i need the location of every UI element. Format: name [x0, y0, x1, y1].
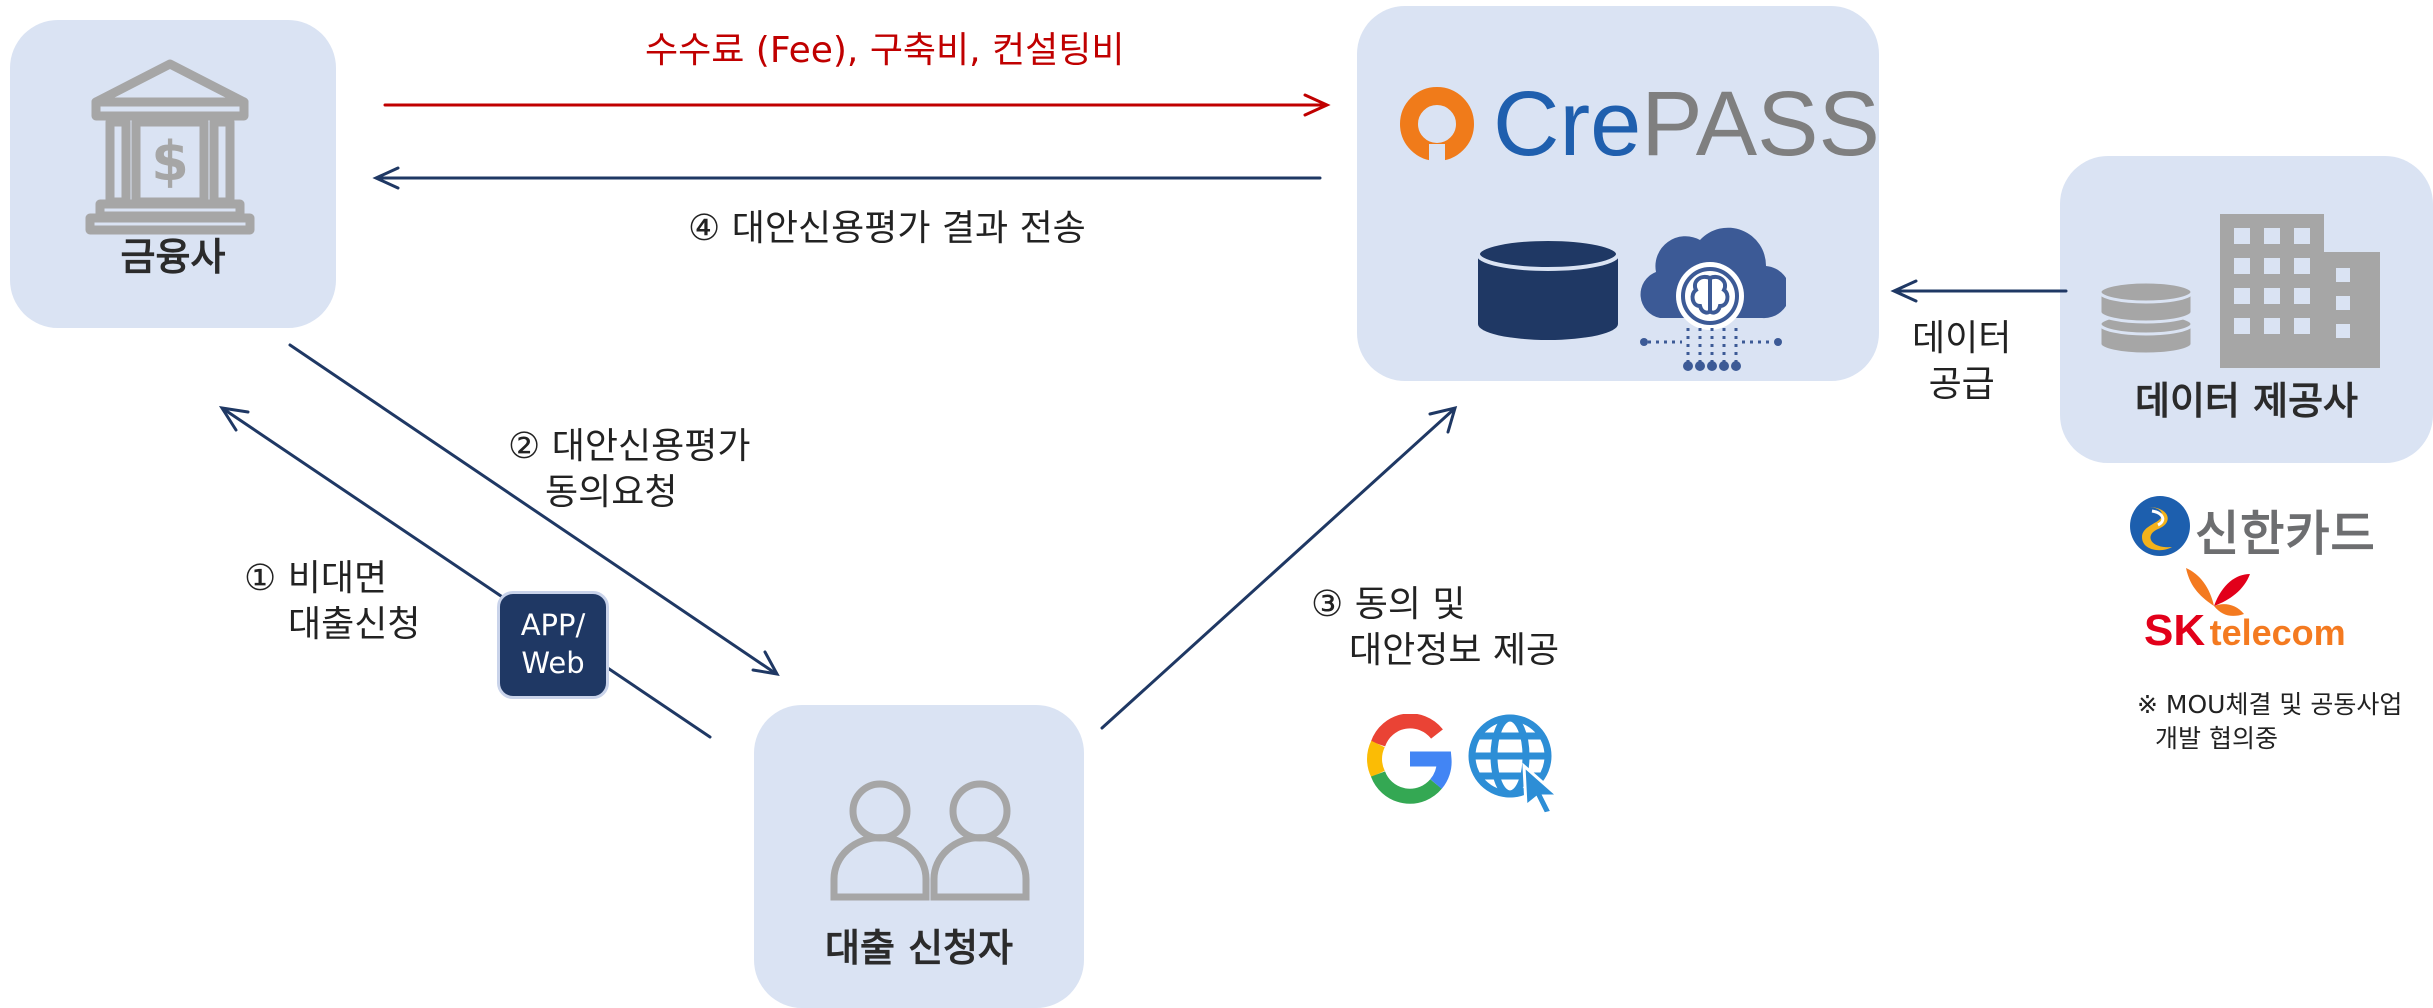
- data-provider-box: 데이터 제공사: [2060, 156, 2433, 463]
- mou-note-line1: ※ MOU체결 및 공동사업: [2137, 690, 2403, 719]
- app-web-badge-line1: APP/: [520, 608, 586, 642]
- bank-dollar-icon: $: [85, 59, 255, 235]
- globe-cursor-icon: [1468, 714, 1562, 814]
- sk-telecom-logo: SK telecom: [2144, 606, 2346, 656]
- google-g-icon: [1367, 714, 1452, 804]
- step1-label: ① 비대면 대출신청: [244, 556, 420, 648]
- crepass-logo: CrePASS: [1493, 70, 1880, 178]
- data-supply-label-line1: 데이터: [1912, 318, 2012, 359]
- crepass-box: CrePASS: [1357, 6, 1880, 381]
- step3-label-line2: 대안정보 제공: [1349, 630, 1560, 671]
- step1-label-line1: ① 비대면: [244, 558, 388, 599]
- step2-label: ② 대안신용평가 동의요청: [508, 424, 750, 516]
- step3-label: ③ 동의 및 대안정보 제공: [1311, 582, 1559, 674]
- shinhan-card-logo-text: 신한카드: [2195, 506, 2376, 562]
- crepass-logo-ring-icon: [1400, 87, 1474, 166]
- office-building-icon: [2220, 214, 2380, 368]
- step2-arrow: [288, 343, 777, 675]
- two-users-icon: [830, 780, 1030, 901]
- step2-label-line1: ② 대안신용평가: [508, 426, 751, 467]
- financial-institution-label: 금융사: [120, 235, 226, 279]
- mou-note-line2: 개발 협의중: [2155, 724, 2278, 753]
- app-web-badge: APP/ Web: [497, 591, 609, 699]
- step2-label-line2: 동의요청: [545, 472, 678, 513]
- crepass-logo-pass: PASS: [1641, 73, 1880, 175]
- loan-applicant-label: 대출 신청자: [824, 926, 1014, 970]
- crepass-logo-cre: Cre: [1493, 73, 1642, 175]
- sk-butterfly-icon: [2186, 568, 2250, 616]
- financial-institution-box: $ 금융사: [10, 20, 336, 328]
- database-icon: [1476, 237, 1620, 340]
- app-web-badge-line2: Web: [521, 646, 585, 680]
- step3-arrow: [1100, 408, 1455, 730]
- mou-note: ※ MOU체결 및 공동사업 개발 협의중: [2137, 688, 2402, 756]
- database-stack-icon: [2098, 280, 2194, 356]
- svg-text:$: $: [151, 130, 189, 193]
- cloud-brain-icon: [1640, 227, 1786, 371]
- step1-arrow: [223, 408, 712, 739]
- data-provider-label: 데이터 제공사: [2135, 379, 2358, 423]
- sk-logo-telecom: telecom: [2209, 612, 2346, 653]
- shinhan-logo-icon: [2130, 496, 2190, 556]
- result-label: ④ 대안신용평가 결과 전송: [688, 208, 1086, 249]
- fee-label: 수수료 (Fee), 구축비, 컨설팅비: [645, 30, 1125, 71]
- step1-label-line2: 대출신청: [288, 604, 421, 645]
- step3-label-line1: ③ 동의 및: [1311, 584, 1466, 625]
- loan-applicant-box: 대출 신청자: [754, 705, 1084, 1008]
- data-supply-label-line2: 공급: [1928, 364, 1995, 405]
- sk-logo-sk: SK: [2144, 606, 2206, 655]
- data-supply-label: 데이터 공급: [1912, 316, 2011, 408]
